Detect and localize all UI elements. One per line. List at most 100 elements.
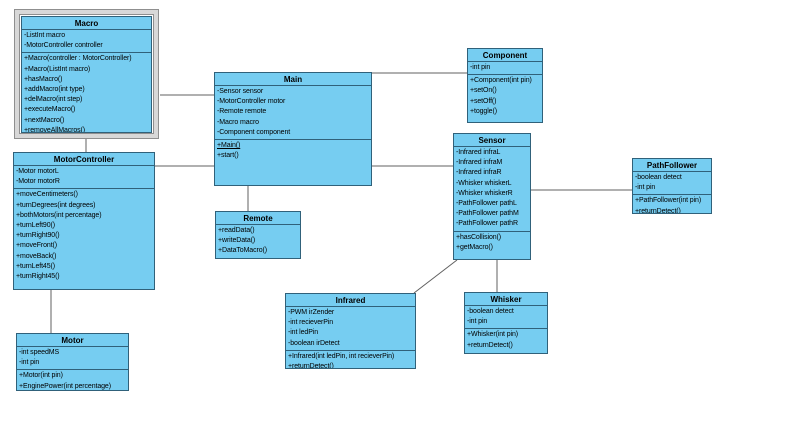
member-row: +addMacro(int type)	[24, 86, 85, 94]
member-row: +Main()	[217, 142, 241, 150]
member-row: -MotorController motor	[217, 98, 286, 106]
member-row: +returnDetect()	[635, 207, 681, 214]
member-row: +bothMotors(int percentage)	[16, 211, 102, 219]
member-row: +returnDetect()	[288, 363, 334, 369]
member-row: +moveCentimeters()	[16, 191, 78, 199]
member-row: -PathFollower pathL	[456, 200, 517, 208]
member-row: -boolean detect	[467, 308, 514, 315]
member-row: -Infrared infraR	[456, 169, 502, 177]
member-row: +hasMacro()	[24, 75, 63, 83]
member-row: +DataToMacro()	[218, 247, 267, 255]
class-title: Infrared	[335, 296, 366, 305]
methods-compartment: +hasCollision() +getMacro()	[454, 230, 530, 259]
member-row: -int pin	[635, 184, 656, 192]
member-row: +Whisker(int pin)	[467, 331, 519, 339]
member-row: +toggle()	[470, 107, 497, 115]
member-row: -Remote remote	[217, 108, 267, 116]
attributes-compartment: -boolean detect -int pin	[465, 305, 547, 328]
member-row: +Macro(controller : MotorController)	[24, 55, 132, 63]
class-pathfollower[interactable]: PathFollower -boolean detect -int pin +Pa…	[632, 158, 712, 214]
attributes-compartment: -boolean detect -int pin	[633, 171, 711, 194]
member-row: +turnDegrees(int degrees)	[16, 201, 96, 209]
class-sensor[interactable]: Sensor -Infrared infraL-Infrared infraM-…	[453, 133, 531, 260]
member-row: +returnDetect()	[467, 341, 513, 349]
methods-compartment: +Component(int pin) +setOn() +setOff() +tog…	[468, 74, 542, 122]
methods-compartment: +Whisker(int pin) +returnDetect()	[465, 328, 547, 353]
connector-sensor-infrared[interactable]	[413, 259, 458, 294]
class-main[interactable]: Main -Sensor sensor -MotorController moto…	[214, 72, 372, 186]
class-motor[interactable]: Motor -int speedMS-int pin +Motor(int pi…	[16, 333, 129, 391]
methods-compartment: +Motor(int pin) +EnginePower(int percenta…	[17, 369, 128, 390]
member-row: -boolean detect	[635, 174, 682, 181]
member-row: -boolean irDetect	[288, 339, 340, 347]
member-row: +turnLeft45()	[16, 262, 55, 270]
member-row: -int pin	[470, 64, 491, 71]
member-row: -PWM irZender	[288, 309, 335, 316]
member-row: -Whisker whiskerL	[456, 179, 512, 187]
selection-frame-macro	[14, 9, 159, 139]
class-infrared[interactable]: Infrared -PWM irZender -int recieverPin -i…	[285, 293, 416, 369]
member-row: +readData()	[218, 227, 255, 234]
class-macro[interactable]: Macro -ListInt macro-MotorController con…	[21, 16, 152, 133]
attributes-compartment: -int pin	[468, 61, 542, 74]
class-title: Whisker	[490, 295, 522, 304]
member-row: +hasCollision()	[456, 233, 501, 241]
member-row: +executeMacro()	[24, 106, 76, 114]
attributes-compartment: -int speedMS-int pin	[17, 346, 128, 369]
member-row: -int ledPin	[288, 329, 319, 337]
member-row: +getMacro()	[456, 243, 493, 251]
member-row: -int pin	[467, 318, 488, 326]
class-title: PathFollower	[646, 161, 698, 170]
class-title: Main	[283, 75, 303, 84]
class-title: Macro	[74, 19, 99, 28]
member-row: +writeData()	[218, 237, 256, 245]
attributes-compartment: -Infrared infraL-Infrared infraM-Infrare…	[454, 146, 530, 231]
member-row: -Infrared infraL	[456, 149, 501, 156]
methods-compartment: +PathFollower(int pin) +returnDetect()	[633, 194, 711, 214]
member-row: -Motor motorR	[16, 178, 60, 186]
member-row: +setOn()	[470, 87, 497, 95]
member-row: +moveFront()	[16, 242, 58, 250]
member-row: +Motor(int pin)	[19, 372, 63, 380]
member-row: -Sensor sensor	[217, 88, 264, 95]
class-motorcontroller[interactable]: MotorController -Motor motorL-Motor moto…	[13, 152, 155, 290]
class-title: MotorController	[53, 155, 115, 164]
attributes-compartment: -ListInt macro-MotorController controlle…	[22, 29, 151, 52]
member-row: +Macro(ListInt macro)	[24, 65, 91, 73]
member-row: -Component component	[217, 128, 291, 136]
class-whisker[interactable]: Whisker -boolean detect -int pin +Whisker…	[464, 292, 548, 354]
methods-compartment: +Macro(controller : MotorController) +Mac…	[22, 52, 151, 133]
class-title: Component	[482, 51, 528, 60]
attributes-compartment: -Motor motorL-Motor motorR	[14, 165, 154, 188]
member-row: -Macro macro	[217, 118, 259, 126]
member-row: -int recieverPin	[288, 319, 334, 327]
member-row: +moveBack()	[16, 252, 57, 260]
member-row: +Infrared(int ledPin, int recieverPin)	[288, 352, 395, 360]
methods-compartment: +moveCentimeters() +turnDegrees(int degre…	[14, 188, 154, 289]
class-title: Remote	[243, 214, 273, 223]
member-row: +setOff()	[470, 97, 497, 105]
methods-compartment: +Infrared(int ledPin, int recieverPin) +r…	[286, 349, 415, 369]
member-row: +EnginePower(int percentage)	[19, 382, 111, 390]
member-row: +delMacro(int step)	[24, 96, 83, 104]
class-remote[interactable]: Remote +readData() +writeData() +DataToMac…	[215, 211, 301, 259]
member-row: +Component(int pin)	[470, 77, 532, 85]
class-title: Sensor	[478, 136, 506, 145]
attributes-compartment: -Sensor sensor -MotorController motor -Rem…	[215, 85, 371, 139]
member-row: -int speedMS	[19, 349, 60, 356]
member-row: +nextMacro()	[24, 116, 65, 124]
member-row: +turnLeft90()	[16, 222, 55, 230]
member-row: -Whisker whiskerR	[456, 189, 513, 197]
member-row: -PathFollower pathM	[456, 210, 519, 218]
member-row: -MotorController controller	[24, 42, 103, 50]
member-row: +removeAllMacros()	[24, 126, 86, 133]
methods-compartment: +Main() +start()	[215, 139, 371, 185]
member-row: +PathFollower(int pin)	[635, 197, 702, 205]
class-component[interactable]: Component -int pin +Component(int pin) +s…	[467, 48, 543, 123]
member-row: +turnRight45()	[16, 273, 60, 281]
class-title: Motor	[61, 336, 84, 345]
member-row: +start()	[217, 152, 239, 160]
member-row: +turnRight90()	[16, 232, 60, 240]
